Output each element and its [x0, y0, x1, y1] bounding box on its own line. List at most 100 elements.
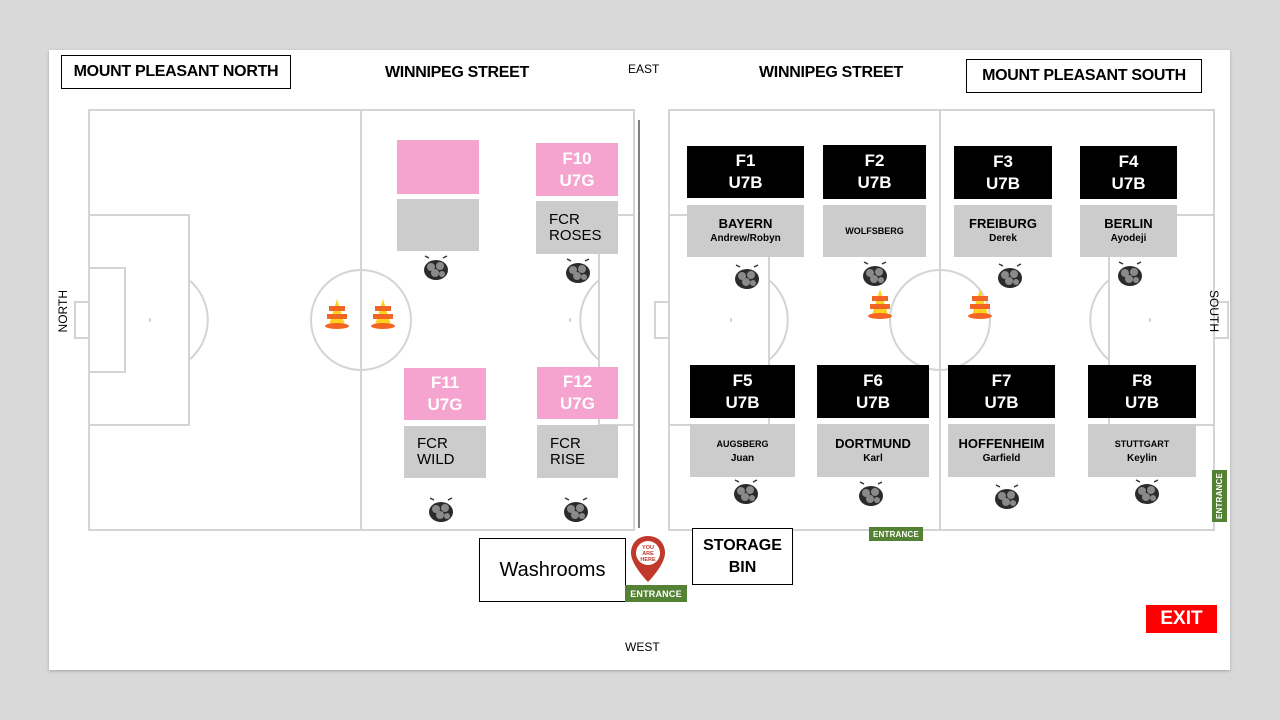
field-f11-header: F11 U7G: [404, 368, 486, 420]
field-f11-team: FCR WILD: [404, 426, 486, 478]
storage-line2: BIN: [728, 558, 757, 576]
ball-bag-icon: [863, 261, 887, 286]
team-name: AUGSBERG: [716, 438, 769, 449]
south-penalty-arc-left: [768, 279, 789, 361]
ball-bag-icon: [859, 481, 883, 506]
field-number: F7: [991, 370, 1012, 390]
field-f2-header: F2 U7B: [823, 145, 926, 199]
ball-bag-icon: [424, 255, 448, 280]
north-goal-area-left: [88, 267, 126, 373]
field-f3-header: F3 U7B: [954, 146, 1052, 199]
south-center-circle: [889, 269, 991, 371]
field-f5-team: AUGSBERG Juan: [690, 424, 795, 477]
field-number: F2: [864, 151, 885, 170]
age-group: U7G: [559, 170, 595, 190]
field-number: F11: [430, 373, 460, 392]
field-number: F3: [993, 151, 1013, 171]
team-name: WOLFSBERG: [845, 226, 904, 236]
cone-stack-icon: [371, 299, 395, 329]
cone-stack-icon: [325, 299, 349, 329]
team-name: BAYERN: [718, 216, 773, 231]
north-penalty-arc-right: [579, 279, 600, 361]
entrance-sign-main: ENTRANCE: [625, 585, 687, 602]
age-group: U7B: [855, 392, 890, 412]
ball-bag-icon: [735, 264, 759, 289]
field-f1-header: F1 U7B: [687, 146, 804, 198]
field-blank-team: [397, 199, 479, 251]
field-number: F12: [562, 372, 593, 391]
age-group: U7G: [427, 395, 463, 414]
age-group: U7B: [1111, 173, 1146, 193]
field-f10-team: FCR ROSES: [536, 201, 618, 254]
field-map: MOUNT PLEASANT NORTH MOUNT PLEASANT SOUT…: [49, 50, 1230, 670]
coach-name: Keylin: [1126, 452, 1157, 464]
south-goal-right: [1213, 301, 1229, 339]
field-f6-header: F6 U7B: [817, 365, 929, 418]
compass-east: EAST: [628, 62, 660, 76]
field-f6-team: DORTMUND Karl: [817, 424, 929, 477]
field-f5-header: F5 U7B: [690, 365, 795, 418]
field-f7-header: F7 U7B: [948, 365, 1055, 418]
pin-text-line3: HERE: [640, 557, 656, 563]
cone-stack-icon: [968, 289, 992, 319]
coach-name: Derek: [989, 233, 1017, 244]
field-number: F10: [562, 148, 592, 168]
team-name-line1: FCR: [549, 210, 580, 228]
entrance-sign-side: ENTRANCE: [1212, 470, 1227, 522]
pitch-lines: [74, 109, 1229, 531]
exit-sign: EXIT: [1146, 605, 1217, 633]
north-center-circle: [310, 269, 412, 371]
age-group: U7G: [560, 394, 595, 413]
pin-text-line2: ARE: [642, 551, 654, 557]
team-name-line1: FCR: [550, 434, 581, 452]
compass-west: WEST: [625, 640, 660, 654]
ball-bag-icon: [564, 497, 588, 522]
south-goal-left: [654, 301, 670, 339]
field-f10-header: F10 U7G: [536, 143, 618, 196]
south-field-title: MOUNT PLEASANT SOUTH: [966, 59, 1202, 93]
washrooms-label: Washrooms: [479, 538, 626, 602]
age-group: U7B: [857, 173, 892, 192]
field-f2-team: WOLFSBERG: [823, 205, 926, 257]
street-label-right: WINNIPEG STREET: [759, 64, 903, 81]
age-group: U7B: [728, 173, 763, 192]
coach-name: Garfield: [982, 452, 1021, 464]
ball-bag-icon: [1135, 479, 1159, 504]
field-f4-team: BERLIN Ayodeji: [1080, 205, 1177, 257]
storage-bin-label: STORAGE BIN: [692, 528, 793, 585]
coach-name: Karl: [863, 452, 883, 464]
field-f12-team: FCR RISE: [537, 425, 618, 478]
team-name-line1: FCR: [417, 435, 448, 452]
ball-bag-icon: [998, 263, 1022, 288]
compass-north: NORTH: [56, 290, 70, 333]
age-group: U7B: [985, 173, 1020, 193]
field-number: F1: [735, 151, 756, 170]
field-f12-header: F12 U7G: [537, 367, 618, 419]
field-f7-team: HOFFENHEIM Garfield: [948, 424, 1055, 477]
entrance-sign-south: ENTRANCE: [869, 527, 923, 541]
ball-bag-icon: [429, 497, 453, 522]
north-penalty-area-left: [88, 214, 190, 426]
field-blank-header: [397, 140, 479, 194]
street-label-left: WINNIPEG STREET: [385, 64, 529, 81]
team-name: STUTTGART: [1114, 438, 1170, 449]
storage-line1: STORAGE: [703, 536, 782, 554]
ball-bag-icon: [734, 479, 758, 504]
age-group: U7B: [984, 392, 1019, 412]
north-goal-left: [74, 301, 90, 339]
field-f3-team: FREIBURG Derek: [954, 205, 1052, 257]
age-group: U7B: [1124, 392, 1159, 412]
north-penalty-arc-left: [188, 279, 209, 361]
field-number: F8: [1132, 370, 1152, 390]
coach-name: Juan: [730, 452, 755, 464]
coach-name: Ayodeji: [1110, 233, 1147, 244]
team-name-line2: WILD: [417, 451, 455, 468]
field-f8-team: STUTTGART Keylin: [1088, 424, 1196, 477]
team-name: FREIBURG: [969, 216, 1037, 231]
coach-name: Andrew/Robyn: [710, 233, 781, 244]
field-number: F6: [863, 370, 883, 390]
ball-bag-icon: [566, 258, 590, 283]
field-f1-team: BAYERN Andrew/Robyn: [687, 205, 804, 257]
field-f8-header: F8 U7B: [1088, 365, 1196, 418]
team-name: HOFFENHEIM: [958, 435, 1045, 451]
